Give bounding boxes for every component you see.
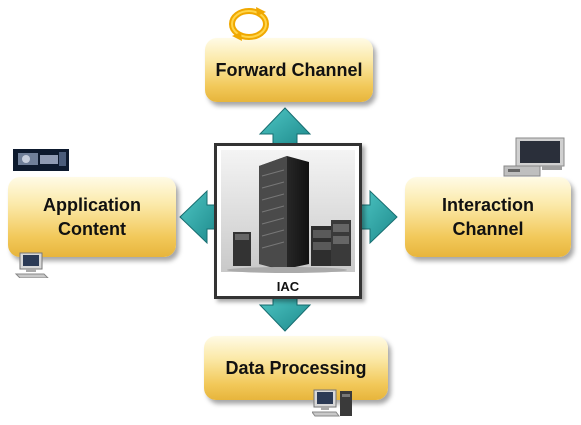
arrow-down <box>258 295 312 332</box>
forward-channel-label: Forward Channel <box>215 60 363 80</box>
server-rack-icon <box>221 150 355 273</box>
interaction-channel-box: Interaction Channel <box>405 177 571 257</box>
arrow-right <box>357 189 398 245</box>
iac-label: IAC <box>276 279 300 294</box>
application-content-box: Application Content <box>8 177 176 257</box>
arrow-up <box>258 107 312 147</box>
arrow-left <box>179 189 217 245</box>
desktop-computer-icon <box>14 252 49 278</box>
interaction-channel-label-line1: Interaction <box>441 195 534 215</box>
application-content-label-line2: Content <box>58 219 126 239</box>
iac-frame: IAC <box>214 143 362 299</box>
tv-monitor-icon <box>503 137 565 177</box>
interaction-channel-label-line2: Channel <box>452 219 524 239</box>
data-processing-box: Data Processing <box>204 336 388 400</box>
refresh-cycle-icon <box>229 7 269 41</box>
forward-channel-box: Forward Channel <box>205 38 373 102</box>
desktop-computer-icon <box>312 389 352 417</box>
application-content-label-line1: Application <box>43 195 141 215</box>
data-processing-label: Data Processing <box>225 358 367 378</box>
industrial-machine-icon <box>13 149 69 171</box>
